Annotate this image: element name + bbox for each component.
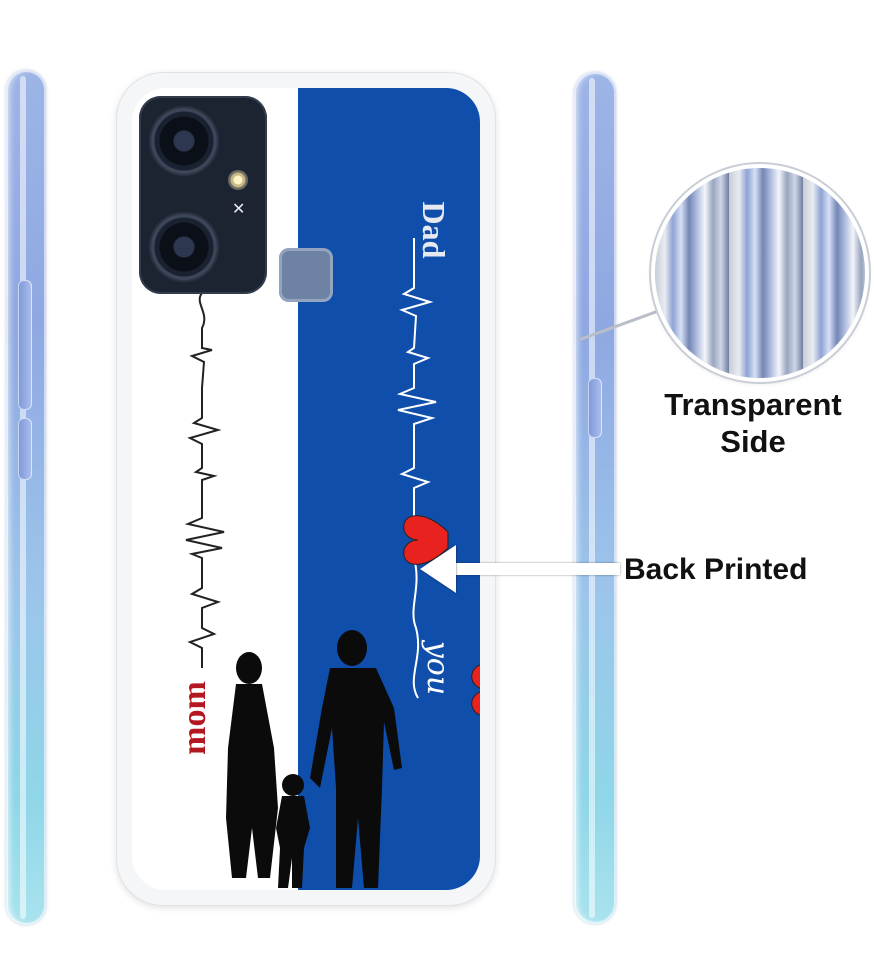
mom-text: mom: [176, 681, 213, 755]
mom-heartbeat-line: [184, 292, 225, 668]
back-printed-label: Back Printed: [624, 553, 808, 586]
left-phone-side-edge: [6, 70, 46, 925]
camera-lens-top: [151, 108, 217, 174]
blue-print-panel: [298, 88, 480, 890]
right-phone-side-edge: [574, 72, 616, 924]
transparent-side-label: Transparent Side: [640, 386, 866, 460]
left-side-button-1: [18, 280, 32, 410]
transparent-side-label-line-1: Transparent: [664, 387, 842, 422]
camera-lens-bottom: [151, 214, 217, 280]
dad-text: Dad: [416, 201, 452, 259]
back-printed-arrow-shaft: [452, 563, 620, 575]
right-side-button: [588, 378, 602, 438]
fingerprint-cutout: [279, 248, 333, 302]
sensor-icon: ✕: [232, 201, 246, 218]
transparent-side-label-line-2: Side: [720, 424, 786, 459]
mom-heart: [471, 663, 480, 717]
left-side-button-2: [18, 418, 32, 480]
camera-module: ✕: [139, 96, 267, 294]
family-silhouette: [226, 630, 402, 888]
you-text: you: [420, 640, 455, 696]
flash-icon: [228, 170, 248, 190]
back-printed-arrow-icon: [420, 545, 456, 593]
transparent-side-magnifier: [655, 168, 865, 378]
